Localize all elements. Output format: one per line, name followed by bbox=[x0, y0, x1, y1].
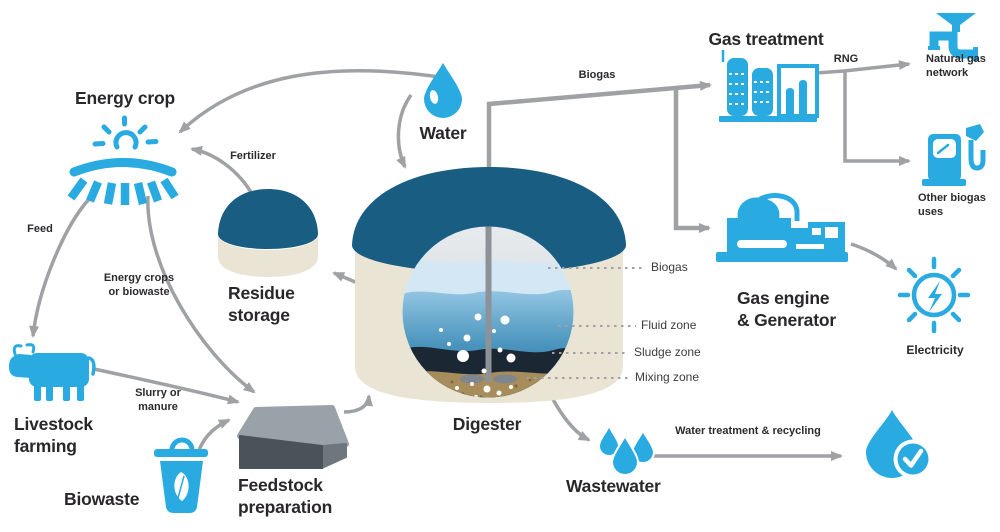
gas-treatment-label: Gas treatment bbox=[708, 29, 824, 49]
gas-engine-label: Gas engine & Generator bbox=[737, 287, 836, 332]
label-line: Gas engine bbox=[737, 288, 830, 308]
residue-storage-tank-icon bbox=[218, 189, 318, 277]
label-line: Natural gas bbox=[926, 53, 986, 65]
arrow-to-energy-crop bbox=[178, 68, 447, 134]
digester-dome bbox=[352, 167, 626, 273]
energy-crop-icon bbox=[67, 115, 179, 205]
wastewater-drops-icon bbox=[600, 428, 656, 476]
arrow-fertilizer bbox=[190, 145, 254, 195]
water-drop-icon bbox=[424, 63, 462, 118]
livestock-cow-icon bbox=[9, 343, 96, 401]
residue-storage-label: Residue storage bbox=[228, 282, 295, 327]
livestock-farming-label: Livestock farming bbox=[14, 413, 93, 458]
electricity-label: Electricity bbox=[906, 343, 964, 357]
label-line: manure bbox=[138, 400, 178, 413]
feedstock-preparation-label: Feedstock preparation bbox=[238, 474, 332, 519]
energy-crops-or-biowaste-flow-label: Energy crops or biowaste bbox=[97, 272, 181, 300]
clean-water-check-icon bbox=[866, 410, 933, 479]
slurry-or-manure-flow-label: Slurry or manure bbox=[117, 387, 199, 415]
arrow-feed bbox=[29, 196, 92, 338]
label-line: Residue bbox=[228, 283, 295, 303]
arrow-energy-crops-or-biowaste bbox=[146, 195, 256, 394]
other-biogas-uses-label: Other biogas uses bbox=[918, 192, 986, 220]
gas-treatment-plant-icon bbox=[719, 50, 819, 122]
label-line: Feedstock bbox=[238, 475, 323, 495]
water-treatment-flow-label: Water treatment & recycling bbox=[675, 425, 821, 437]
wastewater-label: Wastewater bbox=[566, 476, 661, 496]
label-line: Livestock bbox=[14, 414, 93, 434]
biowaste-bin-icon bbox=[154, 437, 208, 513]
label-line: or biowaste bbox=[108, 285, 170, 298]
water-label: Water bbox=[419, 123, 467, 143]
arrow-engine-to-electricity bbox=[850, 242, 898, 271]
natural-gas-network-label: Natural gas network bbox=[926, 53, 986, 81]
fuel-pump-icon bbox=[922, 124, 986, 186]
arrow-rng-branch bbox=[843, 72, 911, 166]
energy-crop-label: Energy crop bbox=[75, 88, 175, 108]
label-line: Energy crops bbox=[103, 272, 175, 284]
check-icon bbox=[902, 448, 924, 468]
label-line: uses bbox=[918, 205, 944, 218]
gas-engine-generator-icon bbox=[716, 193, 848, 262]
feedstock-hopper-icon bbox=[237, 405, 349, 469]
mixer-shaft bbox=[485, 226, 492, 382]
pipe-biogas-main bbox=[486, 80, 712, 195]
mixer-paddle-left bbox=[460, 374, 484, 384]
feed-flow-label: Feed bbox=[27, 223, 53, 235]
biogas-flow-label: Biogas bbox=[578, 69, 616, 81]
label-line: preparation bbox=[238, 497, 333, 518]
zone-label-sludge: Sludge zone bbox=[634, 345, 701, 359]
label-line: & Generator bbox=[737, 310, 836, 331]
pipe-biogas-branch bbox=[673, 89, 711, 233]
zone-label-biogas: Biogas bbox=[651, 260, 688, 274]
biowaste-label: Biowaste bbox=[64, 489, 140, 509]
mixer-paddle-right bbox=[493, 374, 517, 384]
digester-label: Digester bbox=[452, 414, 522, 434]
fertilizer-flow-label: Fertilizer bbox=[230, 150, 276, 162]
rng-flow-label: RNG bbox=[833, 53, 859, 65]
label-line: Slurry or bbox=[135, 387, 181, 399]
zone-label-mixing: Mixing zone bbox=[635, 370, 700, 384]
bubbles bbox=[439, 313, 516, 398]
arrow-feedstock-to-digester bbox=[343, 394, 374, 414]
zone-label-fluid: Fluid zone bbox=[641, 318, 697, 332]
label-line: storage bbox=[228, 305, 290, 326]
label-line: Other biogas bbox=[918, 192, 986, 204]
electricity-sun-icon bbox=[897, 256, 971, 334]
natural-gas-pipe-icon bbox=[928, 13, 978, 61]
arrow-water-to-digester bbox=[396, 93, 413, 169]
arrow-slurry-or-manure bbox=[93, 367, 240, 405]
label-line: network bbox=[926, 66, 969, 79]
digester-tank bbox=[352, 167, 626, 403]
zone-leader-lines bbox=[527, 267, 646, 379]
label-line: farming bbox=[14, 436, 77, 457]
arrow-rng-to-network bbox=[815, 60, 911, 75]
